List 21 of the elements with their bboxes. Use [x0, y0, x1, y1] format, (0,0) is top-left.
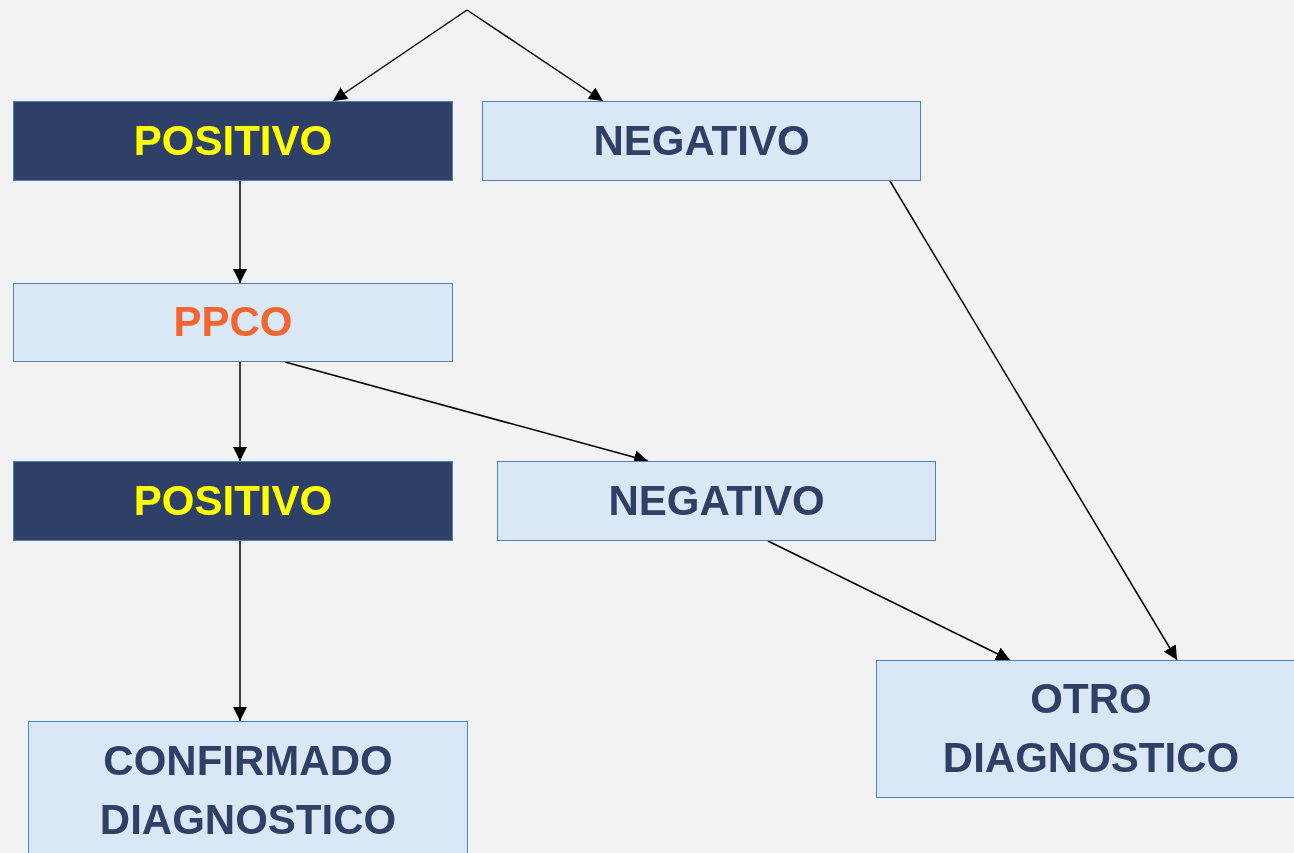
box-label: POSITIVO: [133, 115, 333, 166]
process-box: [13, 101, 453, 181]
process-box: [28, 721, 468, 853]
process-box: [876, 660, 1294, 798]
arrow: [233, 180, 247, 284]
process-box: [13, 283, 453, 362]
arrow: [233, 361, 247, 462]
arrow: [332, 9, 468, 102]
arrow: [233, 540, 247, 722]
arrow: [767, 540, 1011, 661]
box-label: NEGATIVO: [593, 115, 810, 166]
box-label: OTRO DIAGNOSTICO: [941, 674, 1241, 783]
arrow: [889, 180, 1178, 661]
box-label: CONFIRMADO DIAGNOSTICO: [98, 736, 398, 845]
process-box: [497, 461, 936, 541]
box-label: NEGATIVO: [608, 475, 825, 526]
arrow: [466, 9, 604, 102]
box-label: POSITIVO: [133, 475, 333, 526]
process-box: [13, 461, 453, 541]
process-box: [482, 101, 921, 181]
box-label: PPCO: [173, 297, 293, 348]
